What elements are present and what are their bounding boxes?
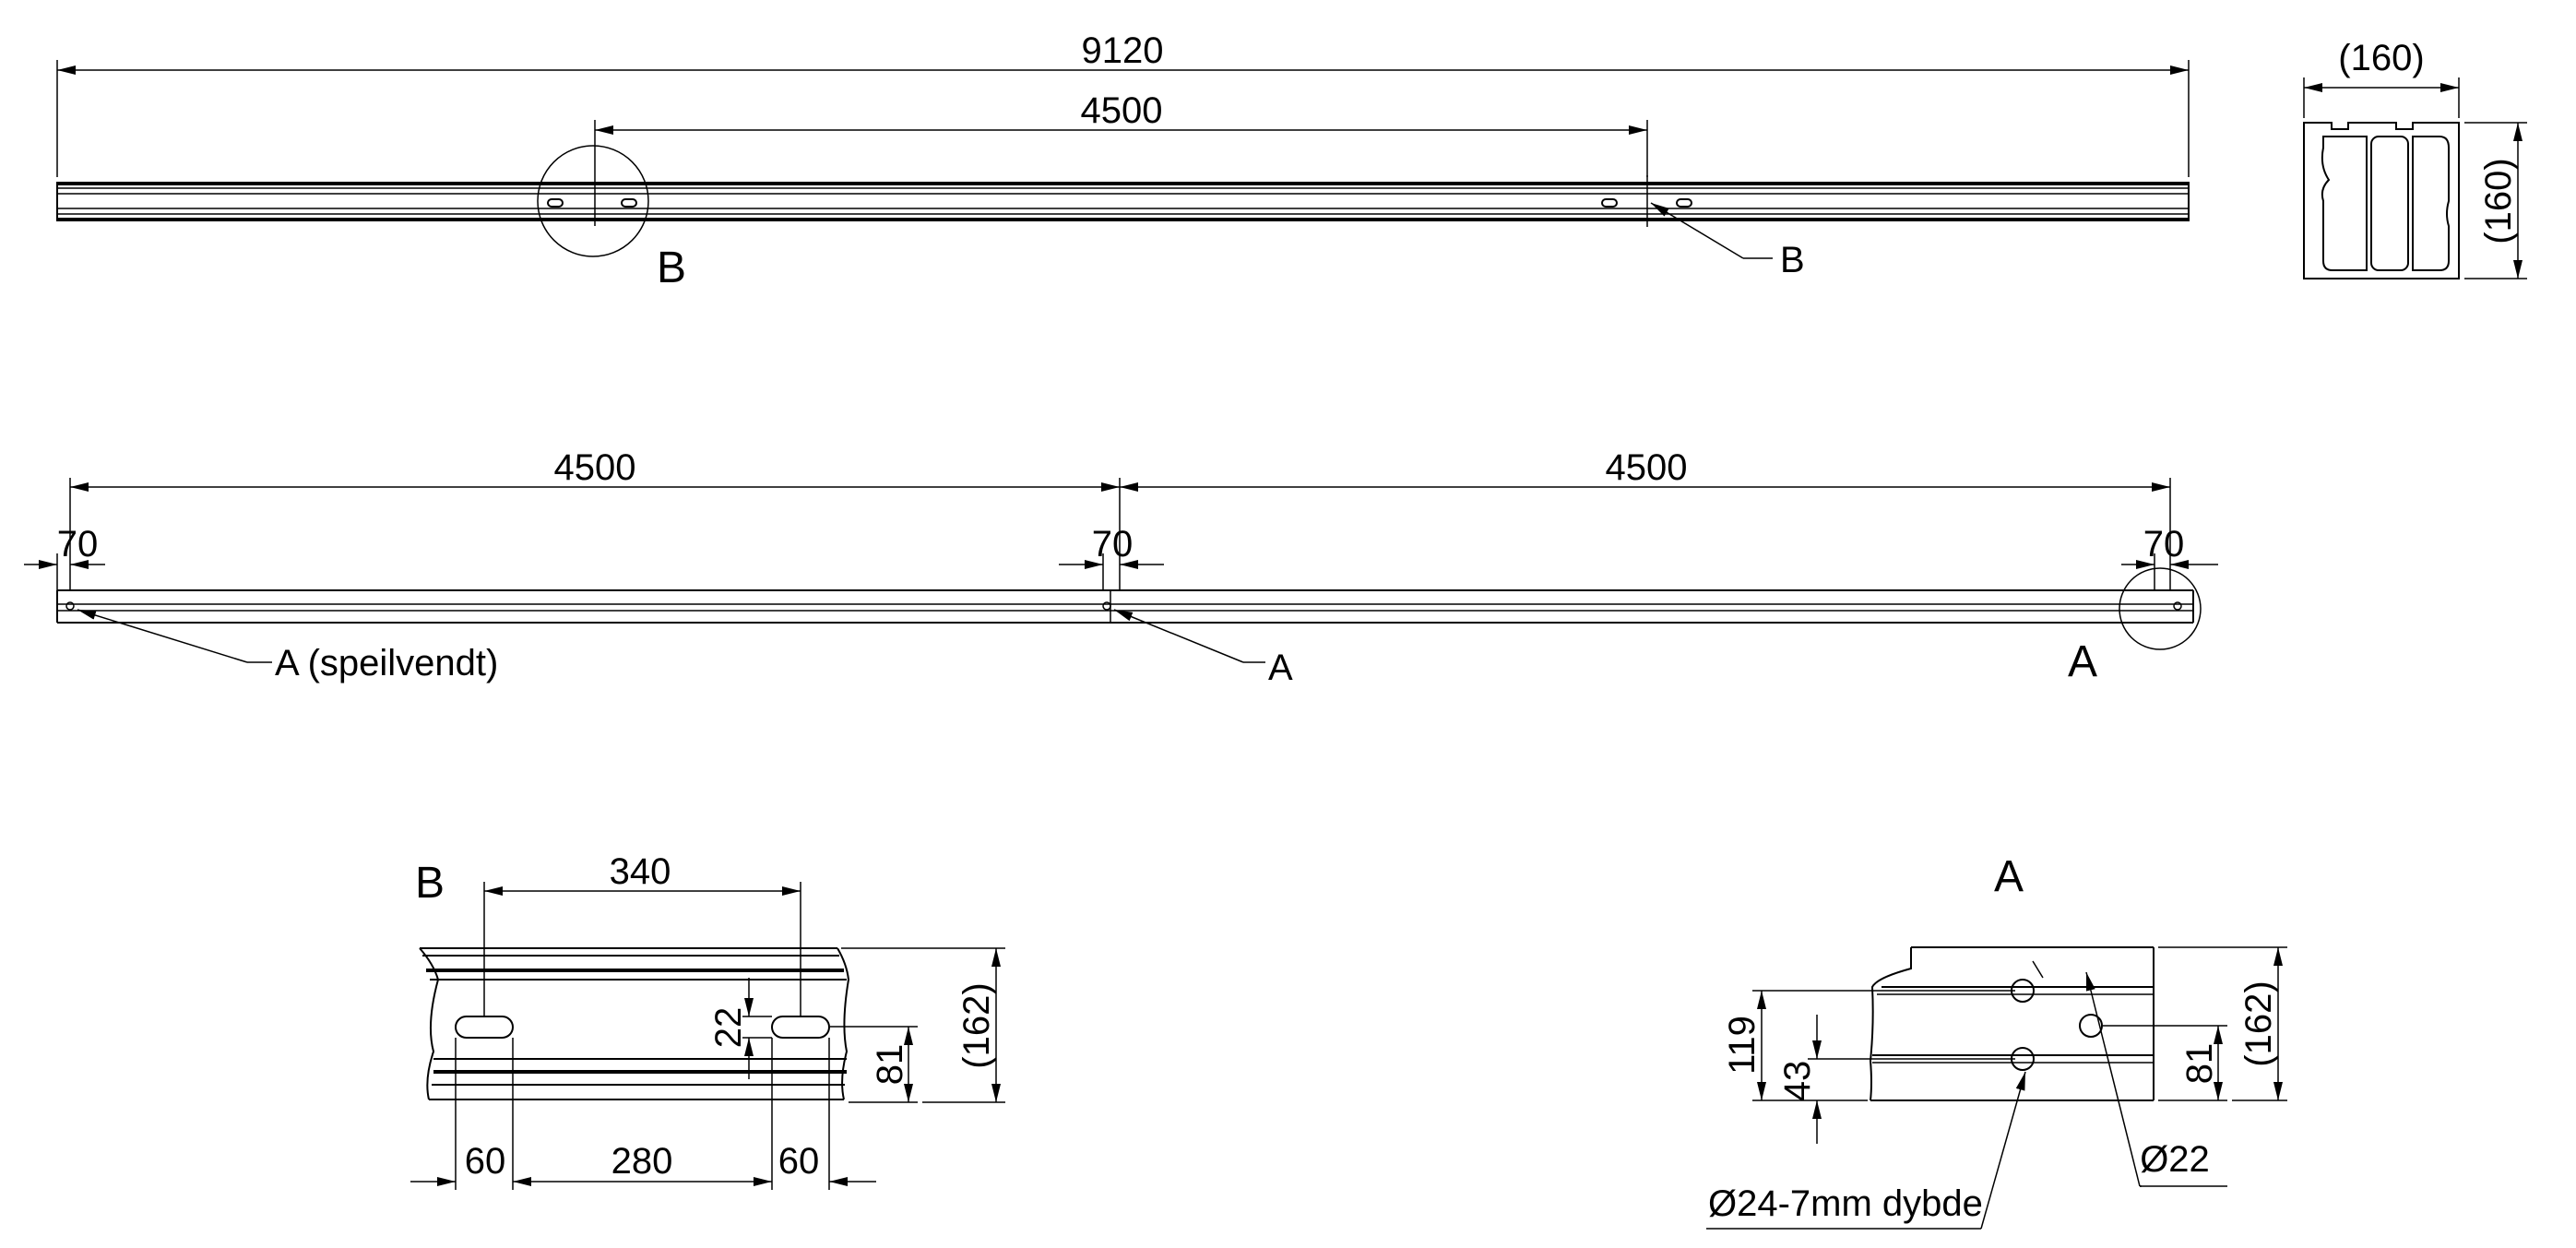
dimension-hole-offset-right: 70 bbox=[2121, 524, 2218, 590]
dimension-detail-b-height: (162) bbox=[841, 947, 1005, 1103]
slot-length-left-label: 60 bbox=[465, 1141, 506, 1182]
dimension-hole-offset-middle: 70 bbox=[1059, 524, 1164, 590]
side-view-hole bbox=[1102, 601, 1111, 611]
detail-a-through-hole bbox=[2079, 1014, 2103, 1038]
side-view-hole bbox=[2173, 601, 2182, 611]
callout-a-mirrored-label: A (speilvendt) bbox=[275, 643, 498, 683]
slot-spacing-label: 340 bbox=[610, 851, 671, 892]
detail-a: A 119 43 bbox=[1706, 852, 2287, 1230]
top-view: 9120 4500 B B bbox=[56, 30, 2190, 292]
hole-offset-label: 70 bbox=[2143, 524, 2185, 565]
joint-offset-label: 4500 bbox=[1081, 90, 1163, 131]
dimension-hole-center: 81 bbox=[2103, 1025, 2227, 1101]
detail-circle-a-label: A bbox=[2068, 637, 2097, 686]
detail-a-title: A bbox=[1994, 852, 2024, 901]
detail-b-break-right bbox=[837, 947, 850, 1100]
through-hole-label: Ø22 bbox=[2140, 1139, 2210, 1180]
blind-hole-label: Ø24-7mm dybde bbox=[1708, 1183, 1983, 1224]
top-view-slot bbox=[547, 198, 564, 208]
section-view: (160) (160) bbox=[2303, 38, 2527, 279]
callout-a-label: A bbox=[1268, 648, 1293, 688]
detail-a-beam bbox=[1869, 946, 2155, 1101]
left-span-label: 4500 bbox=[554, 447, 636, 488]
dimension-height-119: 119 bbox=[1722, 990, 2015, 1101]
top-view-slot bbox=[621, 198, 637, 208]
right-span-label: 4500 bbox=[1606, 447, 1688, 488]
side-view-hole bbox=[65, 601, 75, 611]
dimension-hole-offset-left: 70 bbox=[24, 524, 105, 590]
detail-b-break-left bbox=[419, 947, 440, 1100]
callout-b: B bbox=[1650, 202, 1805, 280]
detail-circle-a bbox=[2119, 567, 2202, 650]
dimension-slot-height: 22 bbox=[708, 978, 772, 1079]
detail-b-slot-right bbox=[771, 1016, 830, 1039]
slot-gap-label: 280 bbox=[611, 1141, 673, 1182]
section-height-label: (160) bbox=[2478, 158, 2519, 244]
height-119-label: 119 bbox=[1722, 1016, 1763, 1075]
hole-offset-label: 70 bbox=[57, 524, 99, 565]
overall-length-label: 9120 bbox=[1082, 30, 1164, 71]
detail-b-height-label: (162) bbox=[956, 982, 997, 1068]
dimension-slot-center: 81 bbox=[830, 1026, 918, 1103]
section-profile-outline bbox=[2303, 122, 2460, 279]
top-view-slot bbox=[1676, 198, 1692, 208]
detail-circle-b-label: B bbox=[657, 244, 686, 292]
callout-a-mirrored: A (speilvendt) bbox=[77, 609, 498, 683]
detail-b: B 340 22 bbox=[410, 851, 1005, 1190]
slot-height-label: 22 bbox=[708, 1007, 749, 1049]
detail-b-beam-lines bbox=[420, 947, 847, 1100]
dimension-slot-spacing: 340 bbox=[483, 851, 801, 1016]
dimension-section-height: (160) bbox=[2464, 122, 2527, 279]
section-chamber-middle bbox=[2370, 136, 2409, 271]
hole-center-label: 81 bbox=[2179, 1043, 2220, 1085]
slot-center-label: 81 bbox=[870, 1044, 910, 1086]
dimension-left-span: 4500 bbox=[69, 447, 1121, 590]
callout-through-hole: Ø22 bbox=[2085, 971, 2227, 1187]
dimension-joint-offset: 4500 bbox=[594, 90, 1648, 226]
top-view-beam bbox=[56, 175, 2190, 227]
dimension-detail-a-height: (162) bbox=[2158, 946, 2287, 1101]
dimension-overall-length: 9120 bbox=[56, 30, 2190, 177]
dimension-right-span: 4500 bbox=[1120, 447, 2171, 590]
section-chamber-right bbox=[2412, 136, 2450, 271]
detail-a-height-label: (162) bbox=[2238, 981, 2279, 1066]
dimension-height-43: 43 bbox=[1777, 1015, 2015, 1144]
detail-b-title: B bbox=[415, 859, 445, 908]
slot-length-right-label: 60 bbox=[778, 1141, 820, 1182]
dimension-slot-lengths: 60 280 60 bbox=[410, 1038, 876, 1190]
hole-offset-label: 70 bbox=[1092, 524, 1134, 565]
section-width-label: (160) bbox=[2338, 38, 2424, 78]
callout-blind-hole: Ø24-7mm dybde bbox=[1706, 960, 2044, 1230]
callout-b-label: B bbox=[1780, 240, 1805, 280]
side-view: 4500 4500 70 70 70 bbox=[24, 447, 2218, 688]
detail-b-slot-left bbox=[455, 1016, 514, 1039]
height-43-label: 43 bbox=[1777, 1061, 1818, 1102]
section-chamber-left bbox=[2321, 136, 2368, 271]
detail-circle-b bbox=[537, 145, 649, 257]
dimension-section-width: (160) bbox=[2303, 38, 2460, 118]
side-view-beam bbox=[56, 589, 2194, 624]
top-view-slot bbox=[1601, 198, 1618, 208]
callout-a: A bbox=[1113, 609, 1293, 688]
